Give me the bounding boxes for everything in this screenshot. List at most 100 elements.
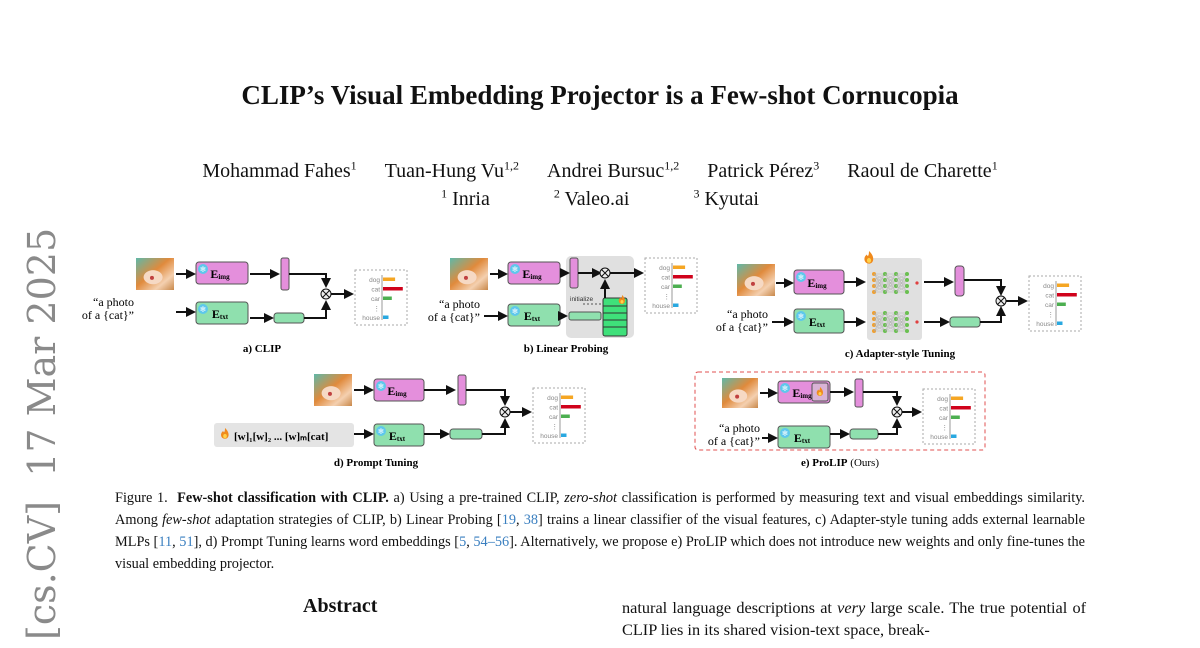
snowflake-icon: ❄: [510, 306, 520, 316]
caption-text: ,: [466, 534, 474, 550]
caption-label: Figure 1.: [115, 490, 168, 506]
citation-link[interactable]: 38: [523, 512, 539, 528]
snowflake-bg: [198, 264, 208, 274]
connection: [895, 312, 908, 326]
connection: [884, 273, 897, 293]
class-score-bar: [383, 277, 396, 281]
citation-link[interactable]: 51: [179, 534, 194, 550]
text-prompt: “a photo: [439, 297, 480, 311]
citation-link[interactable]: 19: [501, 512, 516, 528]
author-name: Tuan-Hung Vu1,2: [384, 158, 519, 182]
text-prompt: of a {cat}”: [716, 320, 768, 334]
affiliation: 1 Inria: [441, 186, 490, 210]
image-embedding: [569, 257, 579, 289]
caption-text: ]. Alternatively, we propose e) ProLIP w…: [115, 534, 1086, 572]
class-label: ⋮: [552, 424, 559, 431]
caption-text: ,: [172, 534, 180, 550]
caption-text: ], d) Prompt Tuning learns word embeddin…: [193, 534, 460, 550]
dot-product-icon: [320, 288, 332, 300]
connection: [873, 279, 886, 293]
dot-product-icon: [891, 406, 903, 418]
text-prompt: “a photo: [719, 421, 760, 435]
snowflake-glyph: ❄: [378, 382, 385, 391]
arrow: [466, 389, 510, 406]
text-encoder: ❄Etxt: [507, 303, 561, 327]
snowflake-glyph: ❄: [782, 429, 789, 438]
body-text: natural language descriptions at: [622, 598, 838, 617]
text-embedding: [949, 316, 981, 328]
image-encoder: ❄Eimg: [507, 261, 561, 285]
neuron: [905, 272, 909, 276]
citation-link[interactable]: 11: [158, 534, 173, 550]
class-label: ⋮: [1048, 312, 1055, 319]
affiliation: 2 Valeo.ai: [553, 186, 630, 210]
connection: [873, 324, 886, 332]
connection: [873, 312, 886, 326]
cat-image: [737, 264, 775, 296]
connection: [873, 285, 886, 293]
cat-mouth: [735, 394, 740, 399]
neuron: [905, 317, 909, 321]
snowflake-icon: ❄: [796, 311, 806, 321]
linear-classifier: [602, 297, 628, 337]
snowflake-bg: [376, 426, 386, 436]
class-score-bar: [561, 395, 574, 399]
snowflake-glyph: ❄: [512, 265, 519, 274]
image-embedding: [854, 378, 864, 408]
snowflake-glyph: ❄: [782, 384, 789, 393]
affiliation-superscript: 1,2: [504, 158, 519, 172]
connection: [873, 318, 886, 332]
caption-text: a) Using a pre-trained CLIP,: [388, 490, 565, 506]
neuron: [905, 311, 909, 315]
connection: [895, 279, 908, 293]
flame-icon: [618, 295, 626, 304]
class-label: house: [652, 303, 670, 310]
author-name: Andrei Bursuc1,2: [547, 158, 680, 182]
citation-link[interactable]: 5: [459, 534, 467, 550]
output-neuron: [915, 320, 919, 324]
caption-bold-title: Few-shot classification with CLIP.: [177, 490, 389, 506]
otimes-cross: [601, 269, 609, 277]
snowflake-bg: [510, 306, 520, 316]
affiliation-superscript: 1: [991, 158, 998, 172]
arrow: [289, 273, 331, 288]
connection: [884, 285, 897, 293]
class-score-bar: [673, 284, 682, 288]
flame-inner: [818, 392, 822, 396]
connection: [895, 285, 908, 293]
class-label: cat: [371, 287, 380, 294]
body-text: large scale. The true potential of CLIP …: [622, 598, 1087, 639]
class-label: house: [1036, 321, 1054, 328]
image-encoder: ❄Eimg: [195, 261, 249, 285]
citation-link[interactable]: 54–56: [473, 534, 510, 550]
initialize-label: initialize: [570, 296, 594, 303]
class-label: dog: [937, 396, 948, 403]
snowflake-glyph: ❄: [798, 312, 805, 321]
scores-frame: [644, 257, 698, 314]
scores-frame: [1028, 275, 1082, 332]
affiliation-number: 1: [441, 186, 448, 200]
connection: [895, 312, 908, 320]
class-label: house: [362, 315, 380, 322]
class-label: ⋮: [374, 306, 381, 313]
subfigure-caption: e) ProLIP (Ours): [801, 457, 879, 469]
output-neuron: [915, 281, 919, 285]
text-embedding: [568, 311, 602, 321]
class-score-bar: [561, 405, 581, 409]
class-score-bar: [1057, 293, 1077, 297]
text-prompt: “a photo: [93, 295, 134, 309]
connection: [873, 312, 886, 320]
text-encoder: ❄Etxt: [793, 308, 845, 334]
cat-image: [136, 258, 174, 290]
abstract-heading: Abstract: [303, 595, 378, 617]
arrow: [304, 300, 331, 319]
subfigure-caption: a) CLIP: [243, 343, 281, 355]
text-encoder-box: [195, 301, 249, 325]
class-score-bar: [561, 433, 567, 437]
author-name: Mohammad Fahes1: [202, 158, 357, 182]
snowflake-icon: ❄: [780, 383, 790, 393]
